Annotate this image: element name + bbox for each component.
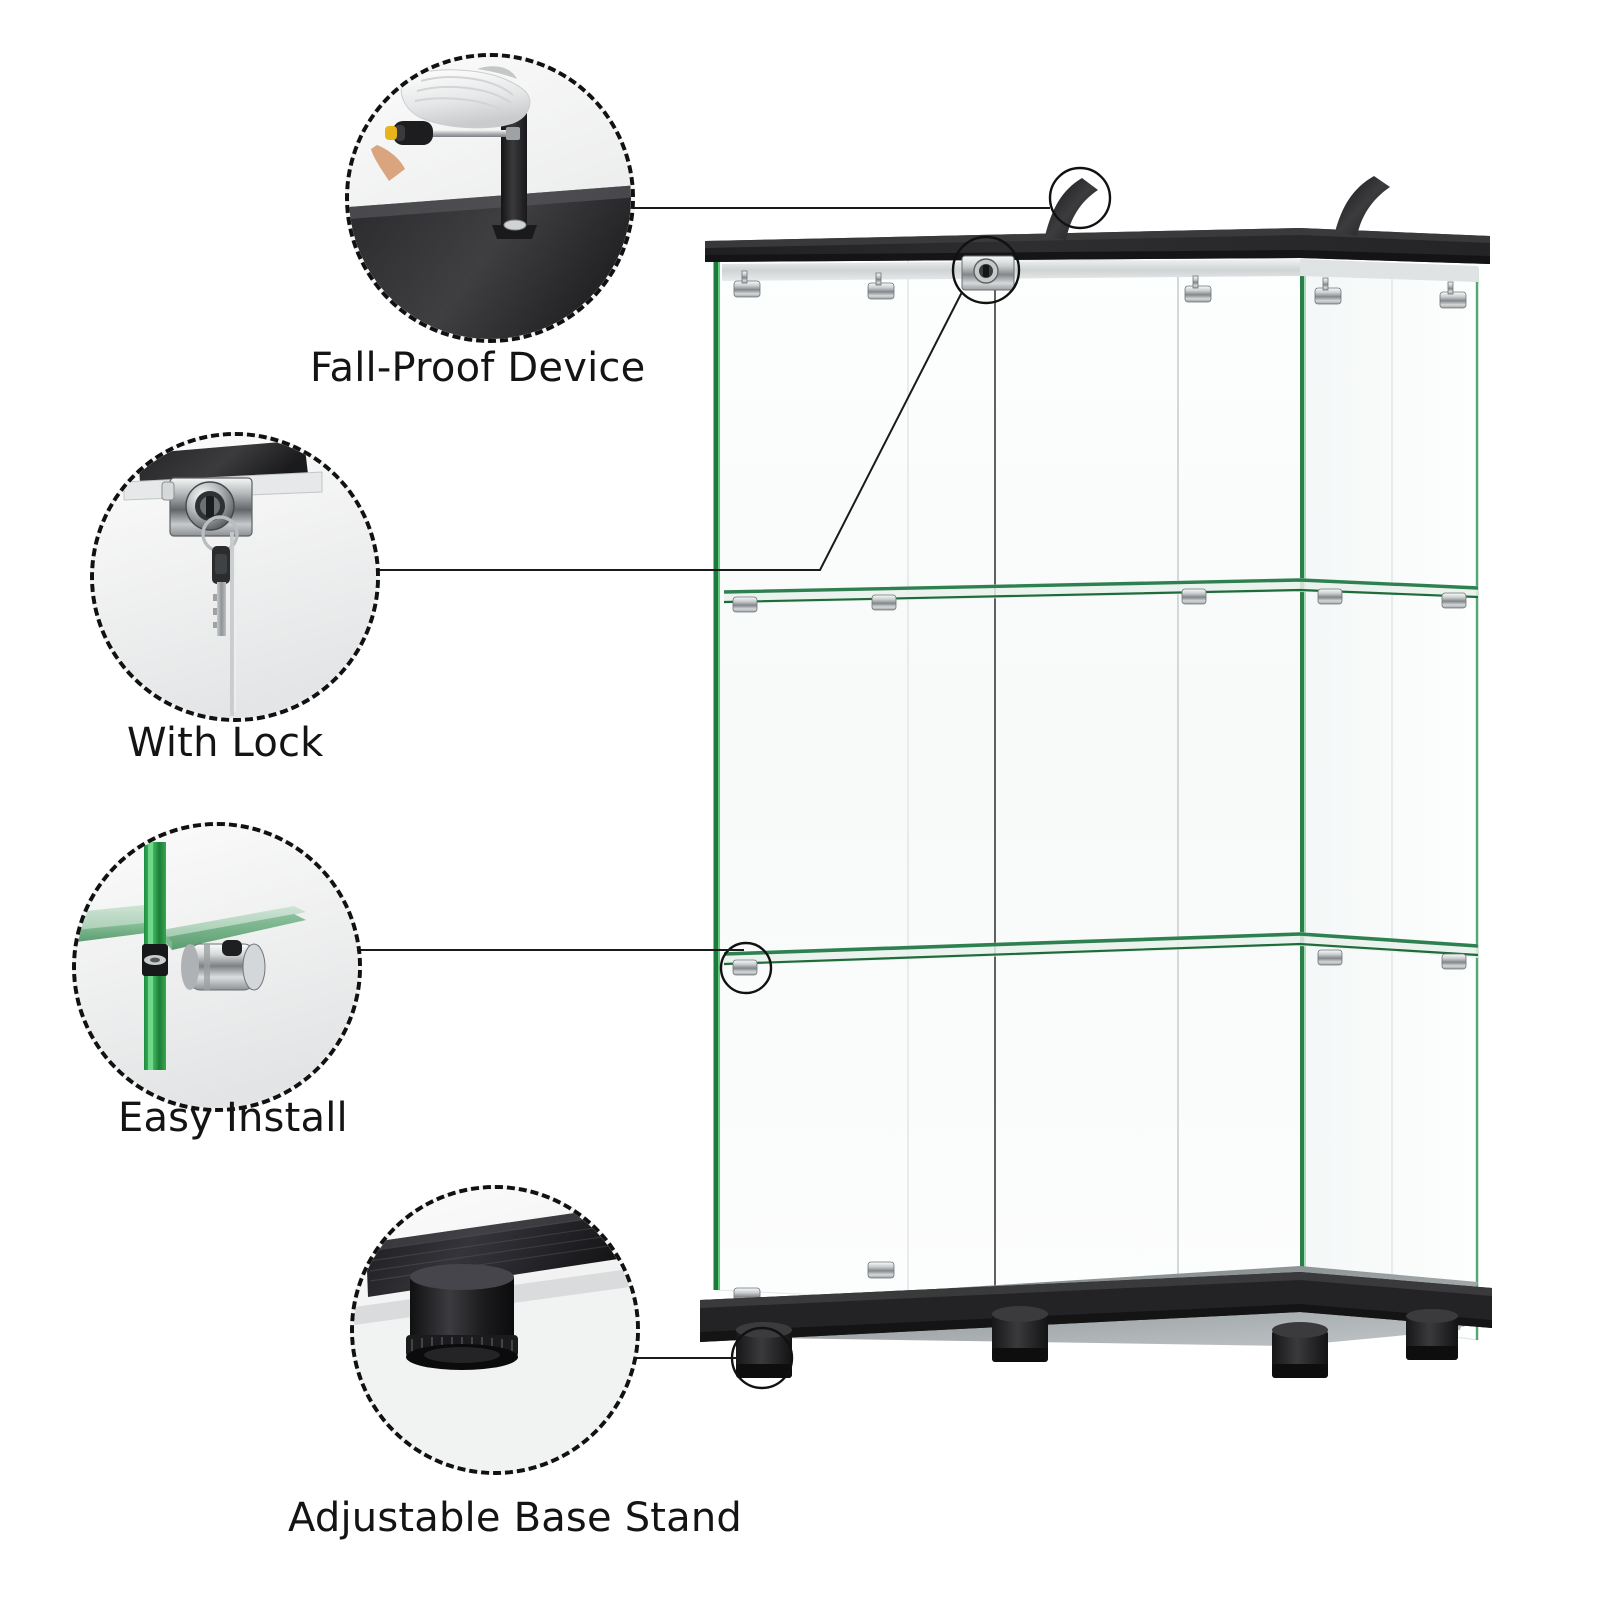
fall-proof-detail-image — [349, 57, 631, 339]
glass-clip — [733, 270, 761, 298]
base-stand-detail-image — [354, 1189, 636, 1471]
shelf-lower-body — [724, 932, 1478, 966]
foot — [736, 1322, 792, 1378]
glass-clip — [867, 1261, 895, 1279]
shelf-lower-edge-lower — [723, 942, 1479, 966]
top-panel-face — [705, 228, 1490, 264]
label-with-lock: With Lock — [127, 720, 324, 766]
glass-clip — [732, 596, 758, 613]
top-panel-highlight — [705, 228, 1490, 248]
callout-fall-proof-device — [345, 53, 635, 343]
anti-tip-strap-right — [1335, 176, 1390, 236]
base-frame-front — [700, 1272, 1492, 1342]
label-easy-install: Easy Install — [118, 1095, 348, 1141]
cabinet-side-glass — [1301, 261, 1479, 1341]
shelf-upper — [723, 578, 1479, 604]
lock-marker — [951, 235, 1021, 305]
product-markers — [719, 166, 1112, 1390]
top-chrome-rail — [722, 259, 1478, 282]
shelf-upper-edge — [723, 578, 1479, 594]
shelf-lower — [723, 932, 1479, 966]
glass-clip — [867, 272, 895, 300]
with-lock-detail-image — [94, 436, 376, 718]
rail-front — [722, 259, 1300, 281]
cabinet-front-glass — [715, 257, 1303, 1319]
base-bracket-right — [1257, 1283, 1323, 1311]
glass-clip — [871, 594, 897, 611]
strap-marker — [1048, 166, 1112, 230]
base-panel-surface — [760, 1266, 1478, 1346]
glass-clip — [1317, 949, 1343, 966]
adjustable-feet — [736, 1306, 1458, 1378]
base-frame-shadow — [700, 1304, 1492, 1342]
leveling-foot-icon — [406, 1264, 518, 1370]
glass-clip — [733, 1287, 761, 1305]
shelf-upper-clips — [732, 588, 1467, 613]
glass-clip — [1317, 588, 1343, 605]
shelf-lower-clips — [732, 949, 1467, 976]
glass-clamp-icon — [181, 940, 266, 991]
glass-clip — [1439, 281, 1467, 309]
base-frame-top-highlight — [700, 1272, 1492, 1308]
cabinet-lock — [961, 255, 1015, 291]
cabinet-base-panel — [760, 1266, 1478, 1346]
label-adjustable-base-stand: Adjustable Base Stand — [288, 1495, 743, 1541]
glass-clip — [1441, 953, 1467, 970]
top-panel-shadow — [705, 250, 1490, 264]
rail-side — [1300, 259, 1478, 282]
cabinet-glass-body — [713, 257, 1479, 1341]
callout-adjustable-base-stand — [350, 1185, 640, 1475]
foot — [1272, 1322, 1328, 1378]
glass-clip — [1184, 275, 1212, 303]
shelf-upper-edge-lower — [723, 588, 1479, 604]
shelf-clip-marker — [719, 941, 773, 995]
shelf-lower-edge — [723, 932, 1479, 956]
glass-clip — [1315, 1305, 1343, 1323]
glass-clips-bottom — [733, 1261, 1467, 1327]
anti-tip-straps — [1045, 176, 1390, 240]
foot-marker — [730, 1326, 794, 1390]
door-handle-plate — [1005, 1291, 1071, 1321]
glass-clip — [1441, 592, 1467, 609]
glass-clip — [732, 959, 758, 976]
glass-clips-top — [733, 270, 1467, 309]
glass-clip — [1314, 277, 1342, 305]
callout-easy-install — [72, 822, 362, 1112]
cabinet-top-panel — [705, 228, 1490, 264]
glass-clip — [1439, 1309, 1467, 1327]
foot — [1406, 1309, 1458, 1360]
label-fall-proof-device: Fall-Proof Device — [310, 345, 646, 391]
cabinet-base-frame — [700, 1272, 1492, 1342]
anti-tip-strap-left — [1045, 178, 1098, 240]
foot — [992, 1306, 1048, 1362]
callout-with-lock — [90, 432, 380, 722]
glass-clip — [1181, 588, 1207, 605]
shelf-upper-body — [724, 578, 1478, 604]
easy-install-detail-image — [76, 826, 358, 1108]
